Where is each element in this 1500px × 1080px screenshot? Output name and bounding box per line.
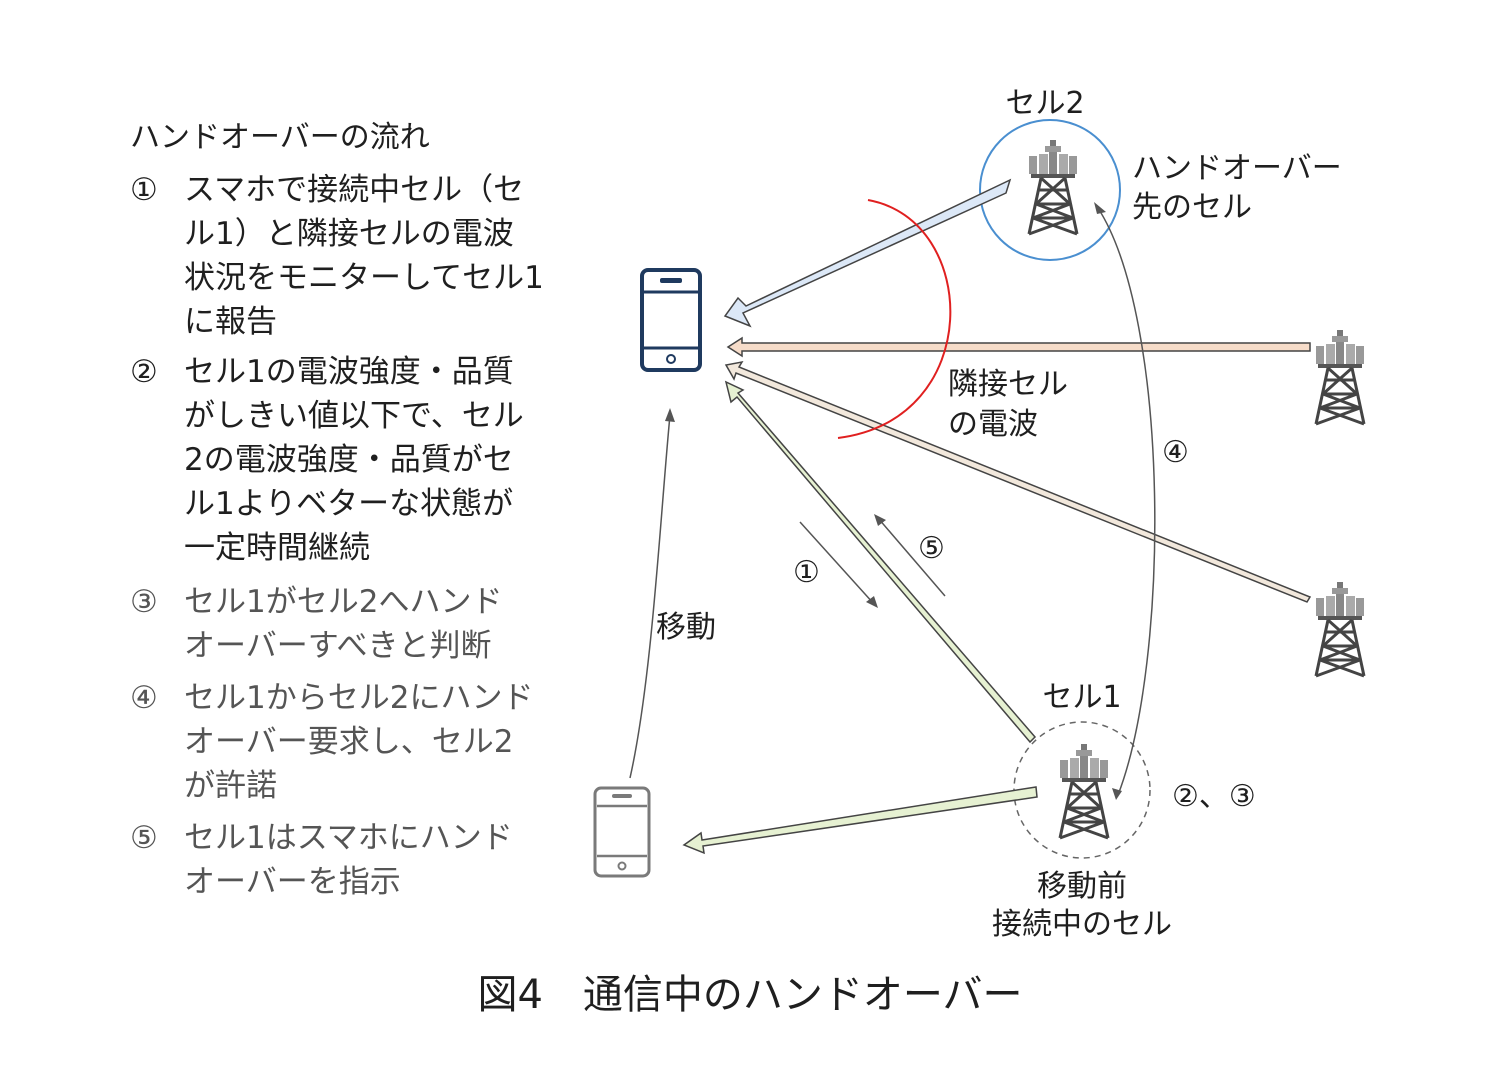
step-text: スマホで接続中セル（セ ル1）と隣接セルの電波 状況をモニターしてセル1 に報告 [184, 168, 544, 344]
neighbor-signal-label: 隣接セル [948, 367, 1068, 402]
beam-neighbor1-to-phone [726, 336, 1311, 358]
arrowhead [665, 408, 675, 422]
arrowhead [1112, 788, 1122, 800]
step-line: 2の電波強度・品質がセ [184, 442, 514, 478]
step-line: に報告 [184, 304, 277, 340]
step-line: セル1からセル2にハンド [184, 680, 534, 716]
step-line: オーバーすべきと判断 [184, 628, 492, 664]
step-line: スマホで接続中セル（セ [184, 172, 525, 208]
cell-tower-icon [1314, 580, 1366, 678]
cell1-label: セル1 [1042, 680, 1121, 715]
step-line: 一定時間継続 [184, 530, 370, 566]
cell2-label: セル2 [1005, 86, 1084, 121]
handover-target-label: 先のセル [1132, 190, 1252, 225]
step-number: ④ [130, 680, 158, 716]
move-label: 移動 [656, 610, 716, 645]
beam-neighbor2-to-phone [724, 360, 1312, 603]
step-number: ① [130, 172, 158, 208]
beam-cell1-to-old-phone [682, 786, 1038, 855]
cell-tower-icon [1314, 328, 1366, 426]
before-move-label: 接続中のセル [992, 907, 1172, 942]
step-line: オーバー要求し、セル2 [184, 724, 514, 760]
step-marker-2-3: ②、③ [1172, 779, 1256, 814]
report-arrow [799, 521, 875, 605]
step-line: ル1）と隣接セルの電波 [184, 216, 514, 252]
step-marker-1: ① [793, 555, 820, 590]
handover-request-arrow [1097, 207, 1156, 796]
step-line: セル1はスマホにハンド [184, 820, 513, 856]
step-marker-4: ④ [1162, 435, 1189, 470]
step-line: がしきい値以下で、セル [184, 398, 524, 434]
arrowhead [1094, 202, 1106, 214]
step-text: セル1がセル2へハンド オーバーすべきと判断 [184, 580, 502, 668]
cell2-coverage-circle [979, 119, 1121, 261]
step-text: セル1の電波強度・品質 がしきい値以下で、セル 2の電波強度・品質がセ ル1より… [184, 350, 524, 570]
step-marker-5: ⑤ [918, 531, 945, 566]
beam-cell1-to-phone [724, 380, 1037, 744]
step-number: ⑤ [130, 820, 158, 856]
neighbor-signal-label: の電波 [948, 407, 1038, 442]
arrowhead [874, 514, 886, 526]
step-line: セル1がセル2へハンド [184, 584, 503, 620]
step-number: ③ [130, 584, 158, 620]
step-line: オーバーを指示 [184, 864, 401, 900]
neighbor-signal-arc [837, 199, 952, 439]
arrowhead [866, 596, 878, 608]
smartphone-icon [593, 786, 651, 878]
step-number: ② [130, 354, 158, 390]
step-line: が許諾 [184, 768, 277, 804]
handover-target-label: ハンドオーバー [1132, 151, 1342, 186]
handover-command-arrow [877, 517, 946, 597]
beam-cell2-to-phone [723, 178, 1012, 328]
step-text: セル1はスマホにハンド オーバーを指示 [184, 816, 513, 904]
step-line: 状況をモニターしてセル1 [184, 260, 544, 296]
move-arrow [629, 414, 671, 779]
cell-tower-icon [1027, 138, 1079, 236]
step-line: ル1よりベターな状態が [184, 486, 514, 522]
figure-caption: 図4 通信中のハンドオーバー [477, 972, 1023, 1018]
steps-title: ハンドオーバーの流れ [130, 120, 430, 155]
smartphone-icon [640, 268, 702, 372]
before-move-label: 移動前 [1037, 869, 1127, 904]
cell-tower-icon [1058, 742, 1110, 840]
step-text: セル1からセル2にハンド オーバー要求し、セル2 が許諾 [184, 676, 533, 808]
step-line: セル1の電波強度・品質 [184, 354, 514, 390]
